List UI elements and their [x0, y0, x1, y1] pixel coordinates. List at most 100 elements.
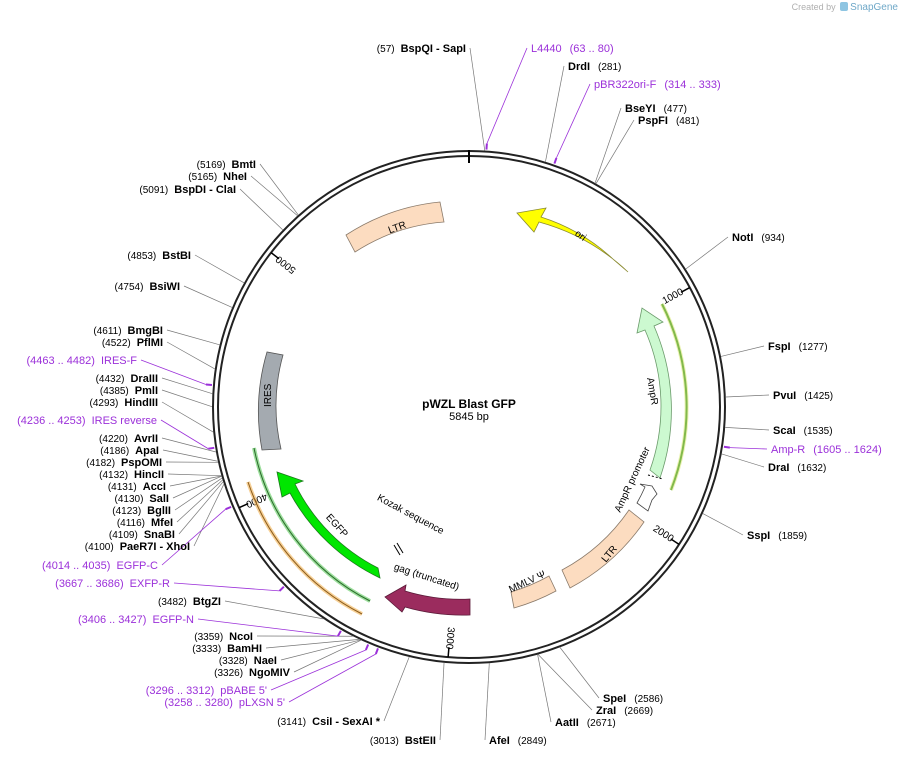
- primer-leader-6: [173, 582, 280, 592]
- enzyme-position: (477): [664, 104, 687, 115]
- enzyme-site-33: DraIII(4432): [96, 373, 158, 385]
- enzyme-position: (3482): [158, 597, 187, 608]
- feature-ires: [258, 351, 284, 451]
- credit-brand: SnapGene: [850, 2, 898, 13]
- primer-mark-9: [205, 383, 213, 387]
- enzyme-name: ApaI: [135, 445, 159, 457]
- feature-mmlv-psi: [510, 575, 557, 609]
- enzyme-name: MfeI: [151, 517, 173, 529]
- enzyme-position: (4123): [112, 506, 141, 517]
- enzyme-position: (5091): [139, 185, 168, 196]
- enzyme-site-8: DraI (1632): [768, 462, 826, 474]
- enzyme-site-20: BtgZI(3482): [158, 596, 221, 608]
- plasmid-name: pWZL Blast GFP: [422, 397, 516, 411]
- enzyme-site-1: DrdI(281): [568, 61, 621, 73]
- primer-range: (63 .. 80): [570, 43, 614, 55]
- enzyme-site-39: NheI(5165): [188, 171, 247, 183]
- enzyme-position: (1425): [804, 391, 833, 402]
- enzyme-position: (281): [598, 62, 621, 73]
- enzyme-site-24: BglII (4123): [112, 505, 171, 517]
- enzyme-name: HincII: [134, 469, 164, 481]
- primer-range: (3296 .. 3312): [146, 685, 215, 697]
- primer-mark-6: [278, 585, 285, 592]
- enzyme-name: NaeI: [254, 655, 277, 667]
- enzyme-site-35: BmgBI (4611): [93, 325, 163, 337]
- enzyme-site-17: NaeI(3328): [219, 655, 277, 667]
- primer-leader-3: [288, 653, 377, 703]
- enzyme-site-3: PspFI (481): [638, 115, 699, 127]
- feature-egfp: [276, 471, 381, 579]
- primer-range: (4236 .. 4253): [17, 415, 86, 427]
- enzyme-leader-34: [166, 341, 216, 370]
- enzyme-leader-38: [239, 188, 284, 231]
- enzyme-leader-40: [259, 163, 299, 216]
- enzyme-site-32: PmlI (4385): [100, 385, 158, 397]
- enzyme-site-30: AvrII(4220): [99, 433, 158, 445]
- enzyme-position: (4130): [115, 494, 144, 505]
- tick-mark-5000: [270, 252, 280, 260]
- tick-label-5000: 5000: [274, 253, 299, 276]
- enzyme-name: PmlI: [135, 385, 158, 397]
- enzyme-name: BspQI - SapI: [401, 43, 466, 55]
- enzyme-name: DraI: [768, 462, 789, 474]
- enzyme-position: (4754): [115, 282, 144, 293]
- enzyme-position: (4611): [93, 326, 121, 337]
- feature-egfp-highlight-orange-line: [247, 481, 363, 615]
- enzyme-site-15: CsiI - SexAI *(3141): [277, 716, 380, 728]
- kozak-marker-1: [393, 544, 401, 556]
- enzyme-position: (2849): [518, 736, 547, 747]
- enzyme-site-31: HindIII(4293): [89, 397, 158, 409]
- primer-mark-2: [723, 445, 731, 449]
- enzyme-name: PspOMI: [121, 457, 162, 469]
- enzyme-name: DraIII: [130, 373, 158, 385]
- enzyme-position: (4116): [117, 518, 145, 529]
- primer-leader-9: [140, 359, 207, 385]
- primer-name: IRES-F: [101, 355, 137, 367]
- enzyme-leader-13: [484, 663, 490, 741]
- enzyme-leader-24: [174, 477, 223, 511]
- enzyme-position: (4385): [100, 386, 129, 397]
- enzyme-position: (481): [676, 116, 699, 127]
- enzyme-name: BsiWI: [149, 281, 180, 293]
- primer-mark-1: [553, 157, 558, 164]
- enzyme-site-25: SalI(4130): [115, 493, 169, 505]
- enzyme-leader-15: [383, 656, 410, 722]
- enzyme-site-14: BstEII(3013): [370, 735, 436, 747]
- primer-range: (3406 .. 3427): [78, 614, 147, 626]
- enzyme-leader-17: [280, 639, 361, 661]
- enzyme-name: NheI: [223, 171, 247, 183]
- enzyme-site-21: PaeR7I - XhoI(4100): [85, 541, 190, 553]
- enzyme-leader-25: [172, 475, 222, 499]
- primer-mark-8: [208, 446, 215, 450]
- enzyme-position: (1632): [797, 463, 826, 474]
- enzyme-name: BseYI: [625, 103, 656, 115]
- tick-label-2000: 2000: [651, 523, 676, 545]
- enzyme-name: AvrII: [134, 433, 158, 445]
- enzyme-site-16: NgoMIV(3326): [214, 667, 291, 679]
- feature-ires-label: IRES: [263, 383, 274, 407]
- primer-name: EGFP-C: [116, 560, 158, 572]
- enzyme-name: SspI: [747, 530, 770, 542]
- snapgene-credit: Created by SnapGene: [792, 2, 898, 13]
- feature-egfp-highlight-green-line: [253, 447, 371, 602]
- primer-range: (1605 .. 1624): [813, 444, 882, 456]
- enzyme-site-7: ScaI(1535): [773, 425, 833, 437]
- enzyme-leader-8: [721, 453, 765, 468]
- enzyme-name: BglII: [147, 505, 171, 517]
- primer-range: (3667 .. 3686): [55, 578, 124, 590]
- enzyme-site-5: FspI(1277): [768, 341, 828, 353]
- enzyme-leader-11: [537, 654, 593, 711]
- enzyme-leader-32: [161, 389, 213, 407]
- enzyme-site-13: AfeI(2849): [489, 735, 547, 747]
- enzyme-name: PspFI: [638, 115, 668, 127]
- enzyme-site-37: BstBI(4853): [127, 250, 191, 262]
- enzyme-site-36: BsiWI (4754): [115, 281, 180, 293]
- enzyme-name: BmtI: [232, 159, 256, 171]
- enzyme-site-9: SspI(1859): [747, 530, 807, 542]
- enzyme-name: BmgBI: [128, 325, 163, 337]
- enzyme-name: CsiI - SexAI *: [312, 716, 381, 728]
- enzyme-position: (4131): [108, 482, 137, 493]
- leader-lines: [140, 47, 770, 741]
- tick-mark-4000: [238, 502, 249, 509]
